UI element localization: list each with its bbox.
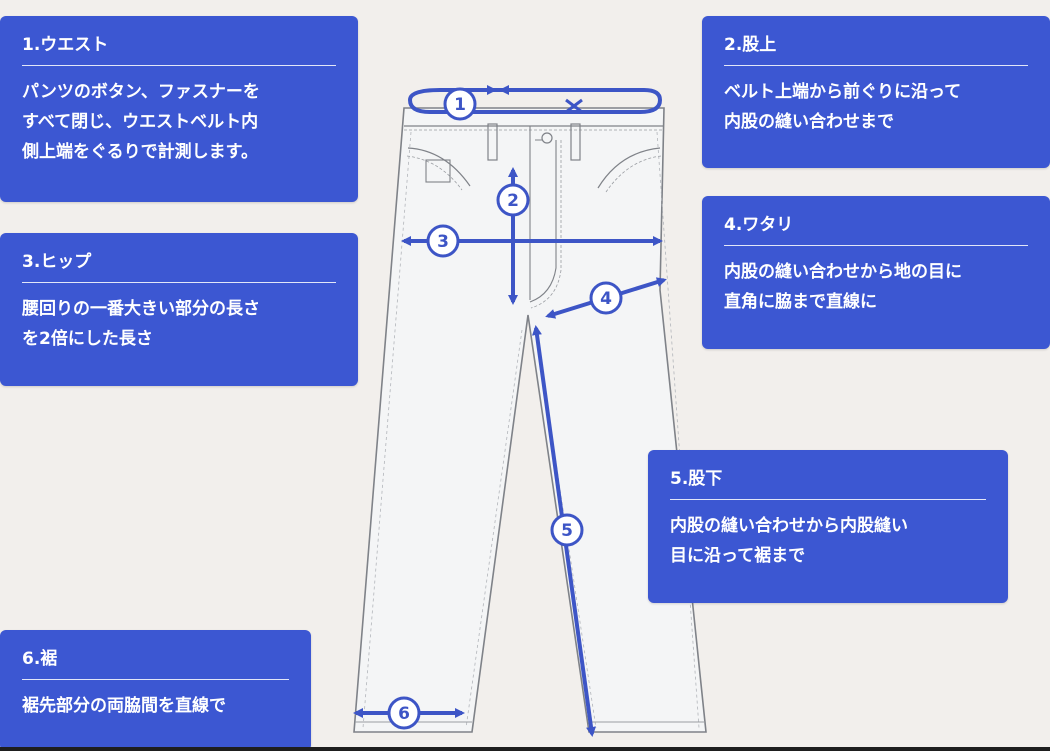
- marker-3: 3: [426, 224, 460, 258]
- inseam-description: 内股の縫い合わせから内股縫い 目に沿って裾まで: [670, 516, 908, 566]
- hem-title: 6.裾: [22, 649, 58, 669]
- marker-1-label: 1: [454, 95, 466, 115]
- marker-5-label: 5: [561, 521, 573, 541]
- divider: [724, 65, 1028, 66]
- hip-description: 腰回りの一番大きい部分の長さ を2倍にした長さ: [22, 299, 260, 349]
- marker-1: 1: [443, 87, 477, 121]
- waist-description: パンツのボタン、ファスナーを すべて閉じ、ウエストベルト内 側上端をぐるりで計測…: [22, 82, 260, 162]
- thigh-title: 4.ワタリ: [724, 215, 794, 235]
- divider: [22, 65, 336, 66]
- thigh-description: 内股の縫い合わせから地の目に 直角に脇まで直線に: [724, 262, 962, 312]
- jeans-illustration: [353, 107, 707, 733]
- rise-title: 2.股上: [724, 35, 777, 55]
- divider: [724, 245, 1028, 246]
- marker-2: 2: [496, 183, 530, 217]
- waist-title: 1.ウエスト: [22, 35, 109, 55]
- marker-5: 5: [550, 513, 584, 547]
- divider: [670, 499, 986, 500]
- marker-2-label: 2: [507, 191, 519, 211]
- rise-info-card: 2.股上 ベルト上端から前ぐりに沿って 内股の縫い合わせまで: [702, 16, 1050, 168]
- waist-info-card: 1.ウエスト パンツのボタン、ファスナーを すべて閉じ、ウエストベルト内 側上端…: [0, 16, 358, 202]
- divider: [22, 282, 336, 283]
- hip-title: 3.ヒップ: [22, 252, 92, 272]
- marker-6-label: 6: [398, 704, 410, 724]
- marker-6: 6: [387, 696, 421, 730]
- rise-description: ベルト上端から前ぐりに沿って 内股の縫い合わせまで: [724, 82, 962, 132]
- inseam-info-card: 5.股下 内股の縫い合わせから内股縫い 目に沿って裾まで: [648, 450, 1008, 603]
- hem-info-card: 6.裾 裾先部分の両脇間を直線で: [0, 630, 311, 751]
- divider: [22, 679, 289, 680]
- marker-3-label: 3: [437, 232, 449, 252]
- bottom-border: [0, 747, 1050, 751]
- marker-4-label: 4: [600, 289, 612, 309]
- hip-info-card: 3.ヒップ 腰回りの一番大きい部分の長さ を2倍にした長さ: [0, 233, 358, 386]
- rise-top-marker: [565, 98, 583, 114]
- inseam-title: 5.股下: [670, 469, 723, 489]
- marker-4: 4: [589, 281, 623, 315]
- thigh-info-card: 4.ワタリ 内股の縫い合わせから地の目に 直角に脇まで直線に: [702, 196, 1050, 349]
- hem-description: 裾先部分の両脇間を直線で: [22, 696, 226, 716]
